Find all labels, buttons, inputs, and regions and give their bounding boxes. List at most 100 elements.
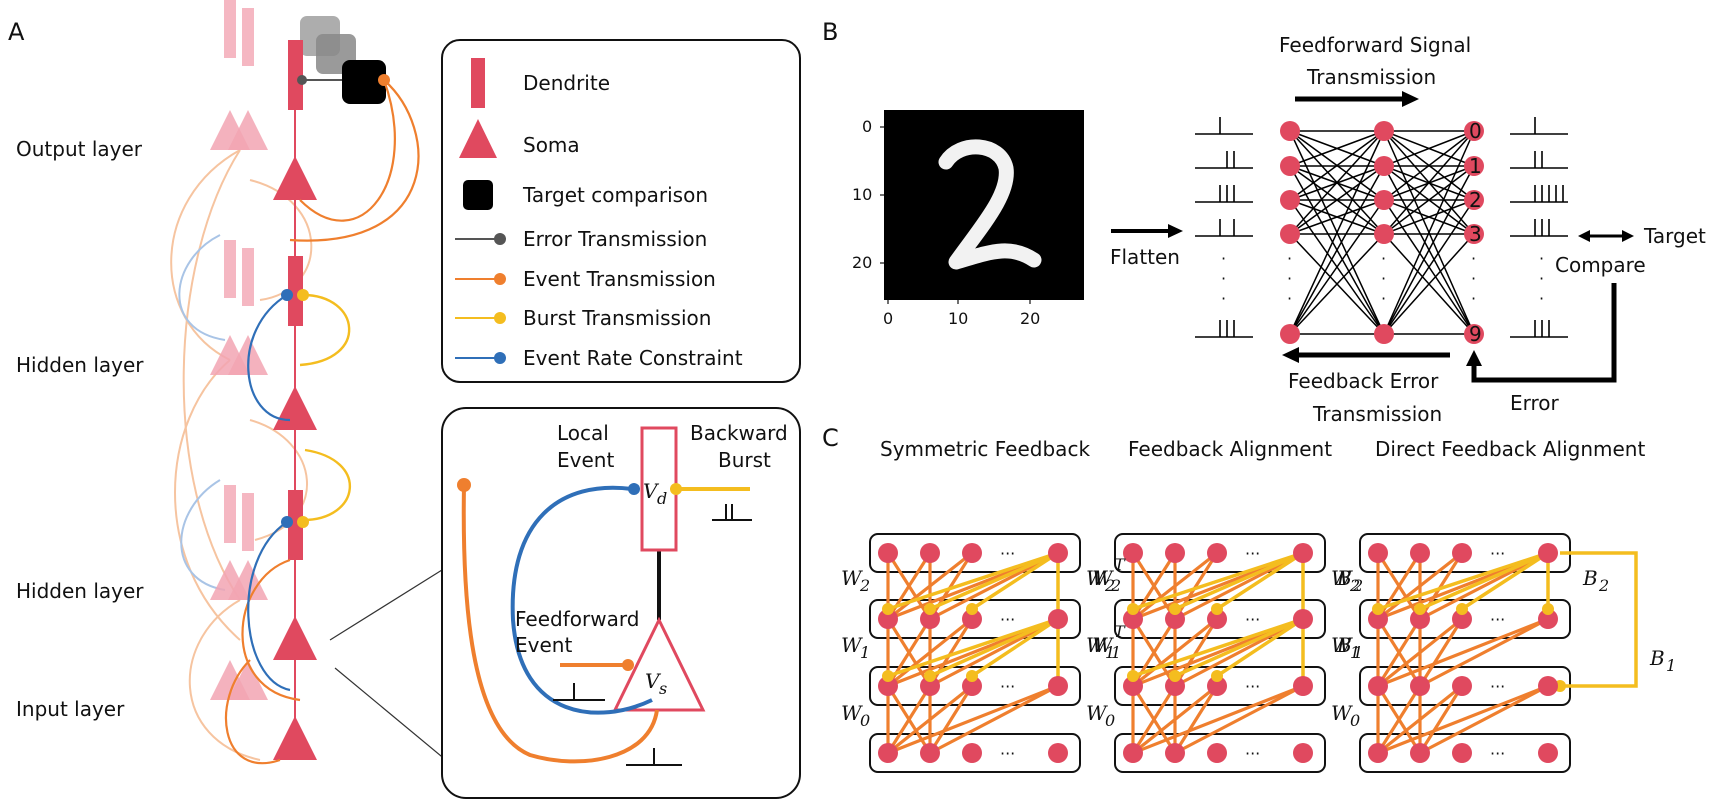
main-soma-1	[273, 386, 317, 430]
c-node-0-1-1	[920, 609, 940, 629]
c-node-2-1-2	[1452, 609, 1472, 629]
c-yellow-dot-0-1-1	[924, 603, 936, 615]
inset-soma-spike	[626, 748, 682, 766]
fa-b1-sub: 1	[1353, 643, 1363, 662]
faint-connection-0	[170, 149, 241, 361]
sym-w2t: W	[1092, 566, 1114, 590]
c-weight-0-2: W	[841, 701, 863, 725]
c-node-2-3-0	[1368, 743, 1388, 763]
image-xtick-20: 20	[1020, 309, 1040, 328]
ghost-dendrite-0-0	[224, 0, 236, 58]
c-node-0-1-4	[1048, 609, 1068, 629]
legend-label-error: Error Transmission	[523, 227, 707, 251]
spike-trains	[1195, 117, 1568, 338]
c-ellipsis-0-1: ···	[1000, 610, 1015, 629]
c-node-2-0-4	[1538, 543, 1558, 563]
ff-edge-2-2-1-2	[1418, 618, 1464, 687]
ff-edge-2-2-0-3	[1377, 617, 1549, 688]
panel-letter-c: C	[822, 424, 839, 452]
dot-4-0: ·	[1539, 249, 1544, 268]
fa-b2: B	[1336, 566, 1352, 590]
inset-burst-dot	[670, 483, 682, 495]
event-dot-output	[378, 74, 390, 86]
ff-edge-2-1-1-0	[1376, 552, 1422, 620]
c-weight-2-2: W	[1331, 701, 1353, 725]
dfa-direct-path	[1560, 551, 1638, 688]
dfa-edge-top-0	[1377, 551, 1549, 611]
c-node-1-0-1	[1165, 543, 1185, 563]
inset-rate-dot	[628, 483, 640, 495]
faint-connection-3	[188, 599, 261, 761]
image-ytick-10: 10	[852, 185, 872, 204]
c-weight-2-1: W	[1331, 633, 1353, 657]
edge-0-4-0	[1289, 130, 1385, 335]
panel-letter-b: B	[822, 18, 838, 46]
flatten-label: Flatten	[1110, 245, 1180, 269]
flatten-arrow-head	[1168, 224, 1183, 238]
layer-label-output: Output layer	[16, 137, 143, 161]
node-2-4	[1464, 324, 1484, 344]
faint-connection-4	[178, 234, 226, 341]
legend-label-target: Target comparison	[522, 183, 708, 207]
edge-0-3-1	[1289, 165, 1385, 235]
panel-c-title-symmetric: Symmetric Feedback	[880, 437, 1090, 461]
edge-1-2-0	[1383, 130, 1475, 201]
ff-edge-0-3-1-0	[886, 685, 932, 754]
c-ellipsis-2-2: ···	[1490, 677, 1505, 696]
c-node-1-2-0	[1123, 676, 1143, 696]
sym-w1t-sub: 1	[1111, 643, 1121, 662]
c-yellow-dot-1-1-1	[1169, 603, 1181, 615]
digit-image: 0 10 20 0 10 20	[852, 110, 1084, 328]
dfa-edge-top-2	[1461, 551, 1549, 611]
legend-label-soma: Soma	[523, 133, 580, 157]
edge-1-3-2	[1383, 199, 1475, 235]
c-node-2-3-4	[1538, 743, 1558, 763]
fb-title-2: Transmission	[1312, 402, 1442, 426]
c-node-1-0-4	[1293, 543, 1313, 563]
sym-w2t-sup: T	[1114, 555, 1126, 574]
ghost-dendrite-1-0	[242, 8, 254, 66]
rate-curve-0	[247, 294, 291, 422]
inset-local-label-1: Local	[557, 421, 609, 445]
burst-curve-0	[299, 293, 351, 367]
c-node-1-1-0	[1123, 609, 1143, 629]
event-curve-0	[289, 79, 420, 242]
node-1-2	[1374, 190, 1394, 210]
ghost-dendrite-0-1	[224, 240, 236, 298]
c-yellow-dot-0-2-2	[966, 670, 978, 682]
dfa-b1: B	[1649, 646, 1665, 670]
c-weight-0-0: W	[841, 566, 863, 590]
error-return-path	[1471, 283, 1617, 383]
event-curve-1	[299, 79, 396, 222]
ghost-dendrite-1-1	[242, 248, 254, 306]
c-weight-sub-1-1: 1	[1105, 643, 1115, 662]
faint-connection-2	[174, 359, 241, 641]
dot-3-0: ·	[1221, 249, 1226, 268]
c-node-2-1-4	[1538, 609, 1558, 629]
node-1-4	[1374, 324, 1394, 344]
c-node-0-0-0	[878, 543, 898, 563]
c-weight-sub-2-2: 0	[1350, 711, 1360, 730]
compare-arrow-left	[1578, 230, 1590, 242]
node-1-3	[1374, 224, 1394, 244]
neuron-column	[170, 0, 420, 765]
dot-0-1: ·	[1287, 269, 1292, 288]
layer-label-hidden-1: Hidden layer	[16, 579, 144, 603]
dot-4-2: ·	[1539, 289, 1544, 308]
c-ellipsis-0-0: ···	[1000, 544, 1015, 563]
c-weight-sub-1-0: 2	[1104, 576, 1115, 595]
node-1-0	[1374, 121, 1394, 141]
dot-2-2: ·	[1471, 289, 1476, 308]
error-arrow-head	[1466, 350, 1482, 366]
dot-0-0: ·	[1287, 249, 1292, 268]
edge-1-3-1	[1383, 165, 1475, 235]
dot-4-1: ·	[1539, 269, 1544, 288]
inset-ff-label-2: Event	[515, 633, 572, 657]
rate-curve-1	[247, 521, 291, 692]
c-weight-sub-2-1: 1	[1350, 643, 1360, 662]
zoom-line-top	[329, 569, 443, 641]
fb-edge-1-2-2	[1216, 617, 1304, 678]
inset-event-rate-path	[510, 485, 653, 715]
c-weight-0-1: W	[841, 633, 863, 657]
